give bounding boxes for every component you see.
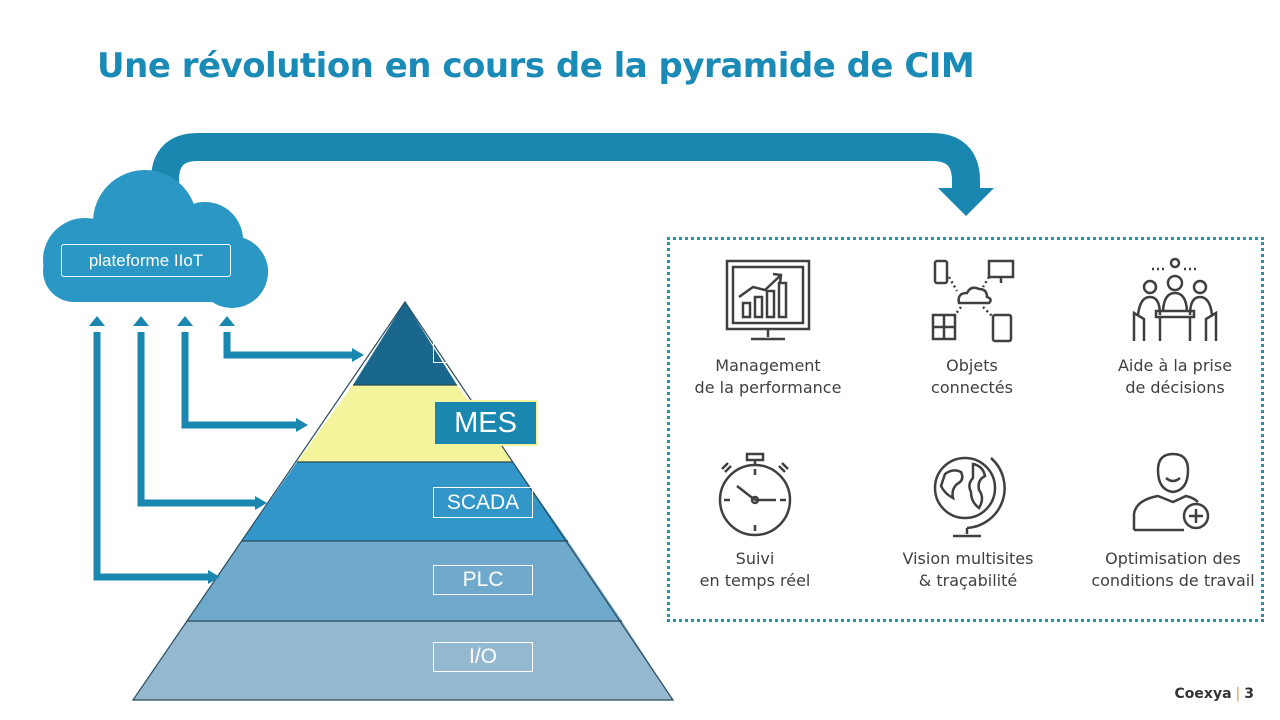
globe-icon bbox=[933, 456, 1006, 538]
big-curved-arrow bbox=[151, 133, 980, 205]
pyramid-level-scada bbox=[242, 462, 568, 541]
benefit-label: Management de la performance bbox=[694, 356, 842, 397]
pyramid-level-erp bbox=[353, 302, 457, 385]
data-flow-arrows bbox=[93, 332, 352, 581]
benefit-working-conditions: Optimisation des conditions de travail bbox=[1073, 450, 1273, 592]
cloud-shape bbox=[43, 170, 268, 308]
data-flow-arrowheads bbox=[89, 316, 364, 584]
cloud-label: plateforme IIoT bbox=[61, 244, 231, 277]
benefit-realtime: Suivi en temps réel bbox=[655, 450, 855, 592]
big-arrow-head bbox=[938, 188, 994, 216]
benefit-label: Objets connectés bbox=[931, 356, 1013, 397]
benefit-performance: Management de la performance bbox=[668, 257, 868, 399]
worker-health-icon bbox=[1132, 452, 1210, 532]
benefit-decision: Aide à la prise de décisions bbox=[1075, 257, 1275, 399]
level-label-erp: ERP bbox=[433, 334, 497, 363]
footer: Coexya|3 bbox=[1175, 686, 1254, 702]
decision-meeting-icon bbox=[1132, 257, 1218, 341]
level-label-mes: MES bbox=[433, 400, 538, 446]
pyramid-level-plc bbox=[187, 541, 622, 621]
page-number: 3 bbox=[1244, 686, 1254, 702]
footer-separator: | bbox=[1235, 686, 1241, 702]
level-label-plc: PLC bbox=[433, 565, 533, 595]
benefit-label: Optimisation des conditions de travail bbox=[1091, 549, 1255, 590]
stopwatch-icon bbox=[718, 452, 792, 537]
footer-brand: Coexya bbox=[1174, 686, 1232, 702]
pyramid-level-io bbox=[133, 621, 673, 700]
benefit-label: Vision multisites & traçabilité bbox=[902, 549, 1034, 590]
benefit-label: Aide à la prise de décisions bbox=[1117, 356, 1233, 397]
level-label-scada: SCADA bbox=[433, 487, 533, 518]
benefits-panel bbox=[667, 237, 1264, 622]
slide-title: Une révolution en cours de la pyramide d… bbox=[97, 46, 975, 86]
level-label-io: I/O bbox=[433, 642, 533, 672]
connected-objects-icon bbox=[931, 259, 1015, 343]
benefit-multisite: Vision multisites & traçabilité bbox=[868, 450, 1068, 592]
performance-chart-icon bbox=[725, 259, 811, 341]
benefit-connected-objects: Objets connectés bbox=[872, 257, 1072, 399]
benefit-label: Suivi en temps réel bbox=[699, 549, 811, 590]
